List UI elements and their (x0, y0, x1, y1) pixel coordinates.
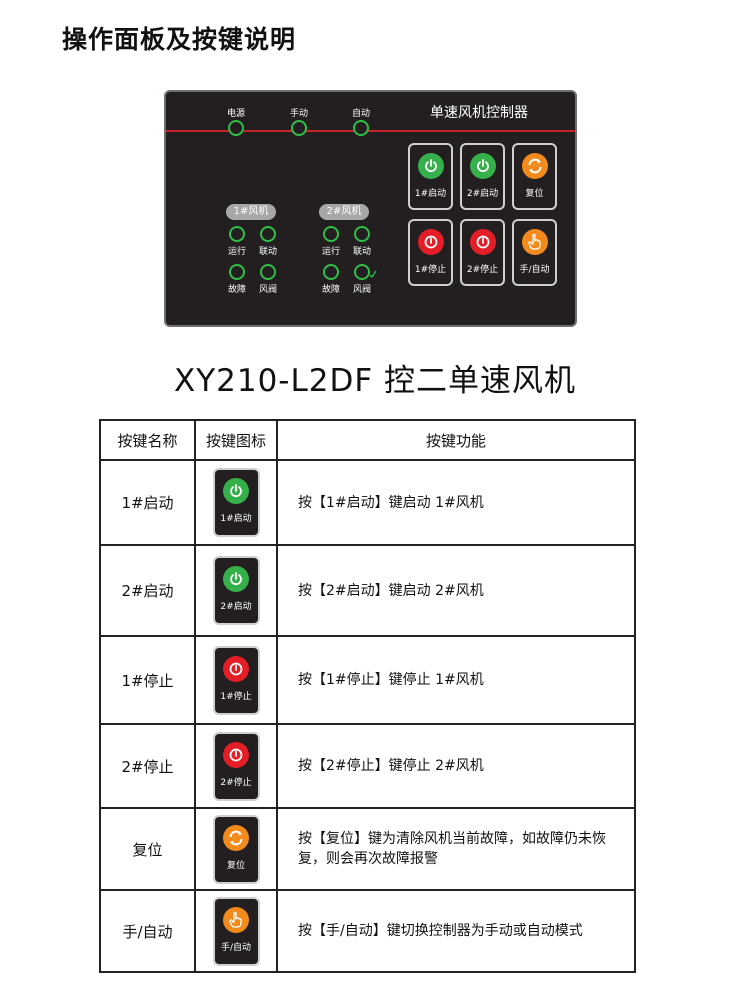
fan1-run-led: 运行 (217, 226, 257, 257)
power-icon (223, 566, 249, 592)
manual-indicator: 手动 (279, 108, 319, 136)
power-indicator-label: 电源 (226, 109, 245, 119)
power-icon (469, 153, 496, 179)
row-key-function: 按【1#启动】键启动 1#风机 (276, 459, 636, 546)
auto-indicator: 自动 (341, 108, 381, 136)
table-header-row: 按键名称 按键图标 按键功能 (99, 419, 636, 461)
stop-icon (223, 655, 249, 682)
hand-icon (521, 229, 548, 255)
row-key-icon-cell: 1#停止 (194, 635, 278, 725)
stop-icon (223, 741, 249, 768)
panel-stop2-label: 2#停止 (466, 265, 499, 275)
panel-start1-button[interactable]: 1#启动 (408, 143, 453, 210)
fan1-link-led: 联动 (248, 226, 288, 257)
panel-title: 单速风机控制器 (430, 105, 528, 121)
start1-button-icon: 1#启动 (212, 468, 260, 537)
row-key-function: 按【手/自动】键切换控制器为手动或自动模式 (276, 889, 636, 973)
manual-led (291, 120, 307, 136)
icon-label: 1#停止 (220, 691, 252, 702)
auto-led (353, 120, 369, 136)
panel-start2-label: 2#启动 (466, 189, 499, 199)
table-row: 1#停止 1#停止 按【1#停止】键停止 1#风机 (99, 635, 636, 725)
panel-hand-auto-label: 手/自动 (519, 265, 550, 275)
page-heading: 操作面板及按键说明 (62, 25, 297, 54)
panel-reset-button[interactable]: 复位 (512, 143, 557, 210)
auto-indicator-label: 自动 (351, 109, 370, 119)
row-key-name: 1#停止 (99, 635, 196, 725)
table-row: 2#启动 2#启动 按【2#启动】键启动 2#风机 (99, 544, 636, 637)
power-icon (223, 478, 249, 504)
table-row: 手/自动 手/自动 按【手/自动】键切换控制器为手动或自动模式 (99, 889, 636, 973)
key-function-table: 按键名称 按键图标 按键功能 1#启动 1#启动 按【1#启动】键启动 1#风机… (99, 419, 636, 973)
row-key-icon-cell: 1#启动 (194, 459, 278, 546)
icon-label: 复位 (226, 860, 245, 871)
row-key-function: 按【2#启动】键启动 2#风机 (276, 544, 636, 637)
panel-hand-auto-button[interactable]: 手/自动 (512, 219, 557, 286)
fan2-link-led: 联动 (342, 226, 382, 257)
fan2-fault-led: 故障 (311, 264, 351, 295)
row-key-icon-cell: 手/自动 (194, 889, 278, 973)
header-key-name: 按键名称 (99, 419, 196, 461)
reset-button-icon: 复位 (212, 814, 260, 884)
row-key-function: 按【1#停止】键停止 1#风机 (276, 635, 636, 725)
panel-stop2-button[interactable]: 2#停止 (460, 219, 505, 286)
panel-start2-button[interactable]: 2#启动 (460, 143, 505, 210)
stop2-button-icon: 2#停止 (212, 731, 260, 801)
row-key-function: 按【2#停止】键停止 2#风机 (276, 723, 636, 809)
row-key-icon-cell: 2#启动 (194, 544, 278, 637)
reset-icon (521, 153, 548, 179)
power-indicator: 电源 (216, 108, 256, 136)
fan1-fault-led: 故障 (217, 264, 257, 295)
icon-label: 1#启动 (220, 514, 252, 524)
stop-icon (469, 229, 496, 255)
fan2-valve-led: 风阀 (342, 264, 382, 295)
panel-stop1-label: 1#停止 (414, 265, 447, 275)
row-key-function: 按【复位】键为清除风机当前故障，如故障仍未恢复，则会再次故障报警 (276, 807, 636, 891)
check-icon (369, 270, 377, 278)
fan1-valve-led: 风阀 (248, 264, 288, 295)
reset-icon (223, 824, 249, 851)
row-key-name: 2#停止 (99, 723, 196, 809)
row-key-icon-cell: 2#停止 (194, 723, 278, 809)
hand-icon (223, 906, 249, 933)
table-row: 复位 复位 按【复位】键为清除风机当前故障，如故障仍未恢复，则会再次故障报警 (99, 807, 636, 891)
table-row: 2#停止 2#停止 按【2#停止】键停止 2#风机 (99, 723, 636, 809)
row-key-name: 1#启动 (99, 459, 196, 546)
start2-button-icon: 2#启动 (212, 556, 260, 625)
power-led (228, 120, 244, 136)
model-title: XY210-L2DF 控二单速风机 (173, 363, 577, 399)
panel-start1-label: 1#启动 (414, 189, 447, 199)
manual-indicator-label: 手动 (289, 109, 308, 119)
panel-stop1-button[interactable]: 1#停止 (408, 219, 453, 286)
panel-reset-label: 复位 (525, 189, 544, 199)
header-key-function: 按键功能 (276, 419, 636, 461)
control-panel: 单速风机控制器 电源 手动 自动 1#风机 运行 联动 故障 风阀 2#风机 运… (164, 90, 577, 327)
hand-auto-button-icon: 手/自动 (212, 896, 260, 966)
power-icon (417, 153, 444, 179)
fan2-label: 2#风机 (319, 204, 369, 220)
icon-label: 2#停止 (220, 777, 252, 788)
header-key-icon: 按键图标 (194, 419, 278, 461)
panel-red-line (166, 130, 575, 132)
stop-icon (417, 229, 444, 255)
stop1-button-icon: 1#停止 (212, 645, 260, 715)
fan1-label: 1#风机 (226, 204, 276, 220)
table-row: 1#启动 1#启动 按【1#启动】键启动 1#风机 (99, 459, 636, 546)
row-key-name: 手/自动 (99, 889, 196, 973)
row-key-name: 复位 (99, 807, 196, 891)
row-key-icon-cell: 复位 (194, 807, 278, 891)
icon-label: 手/自动 (220, 942, 252, 953)
row-key-name: 2#启动 (99, 544, 196, 637)
icon-label: 2#启动 (220, 602, 252, 612)
fan2-run-led: 运行 (311, 226, 351, 257)
